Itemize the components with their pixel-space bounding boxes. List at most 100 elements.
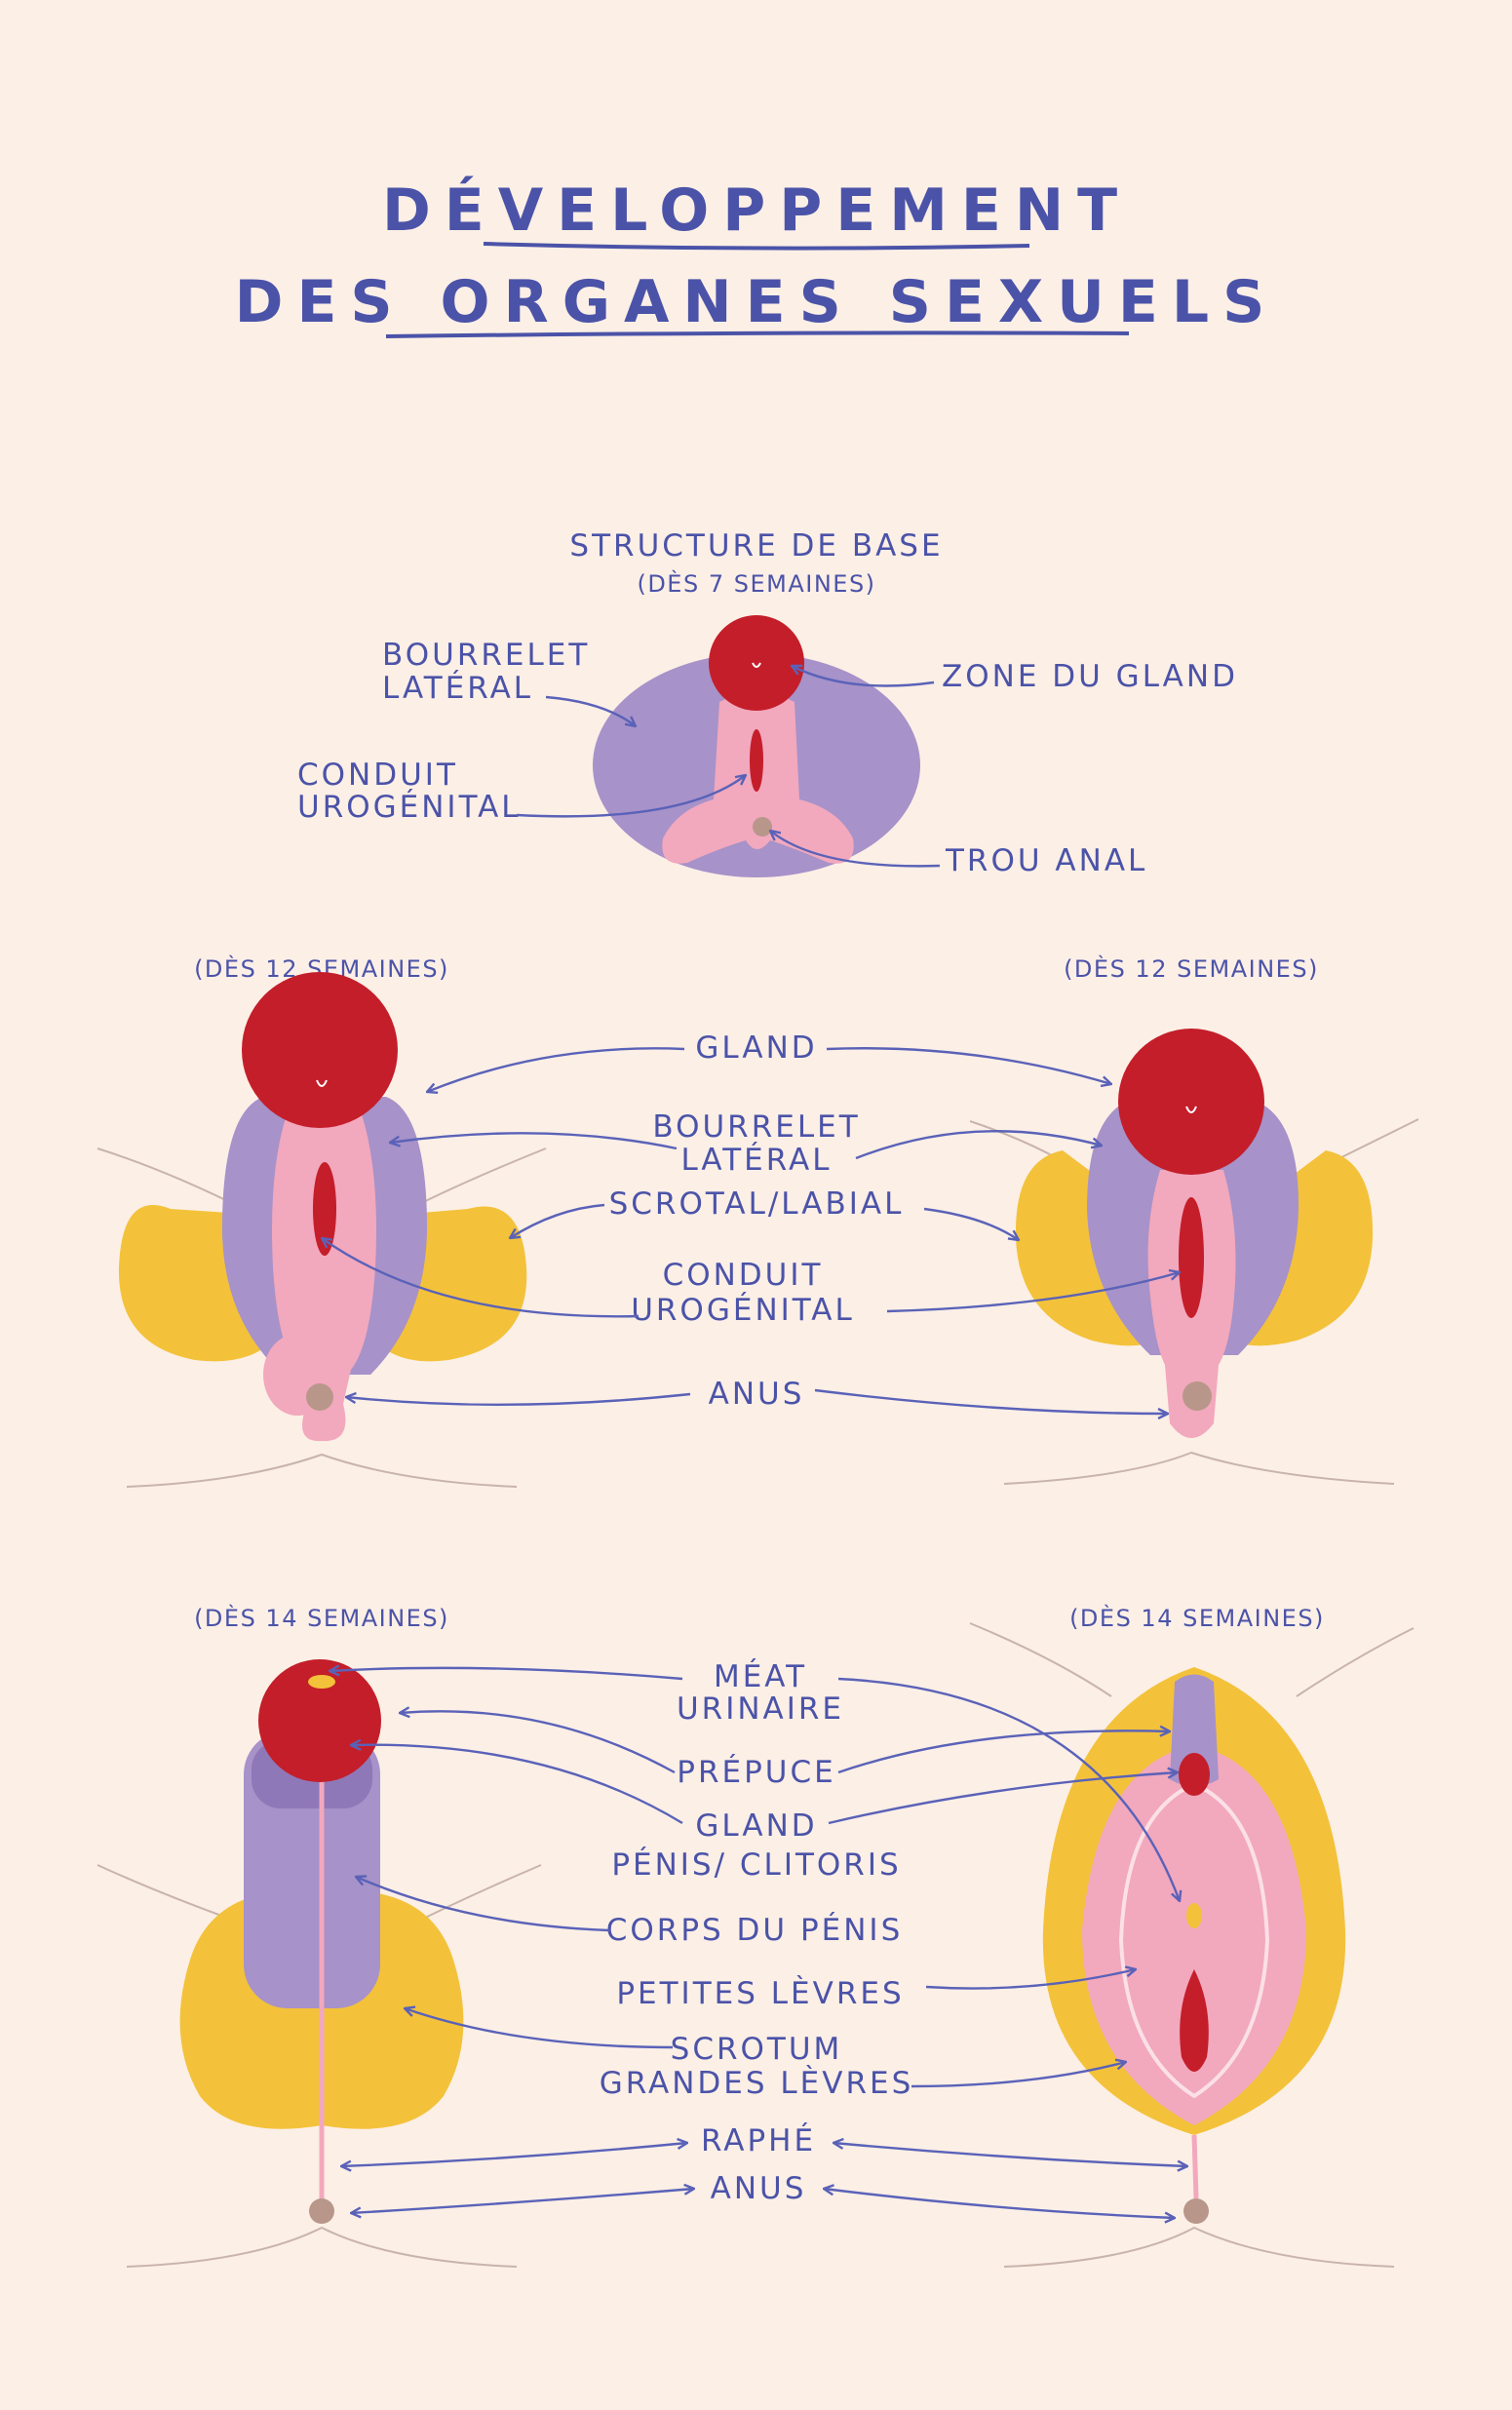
raphe-line-f: [1191, 2134, 1199, 2199]
label-scrotum-1: SCROTUM: [671, 2032, 843, 2067]
urinary-meatus: [308, 1675, 335, 1689]
male-14-illustration: [97, 1659, 542, 2268]
arrow-bourrelet-right: [855, 1130, 1102, 1160]
stage-14-weeks: (DÈS 14 SEMAINES) (DÈS 14 SEMAINES): [97, 1604, 1415, 2268]
arrow-scrotal-right: [923, 1207, 1019, 1240]
glans-clitoris: [1179, 1753, 1210, 1796]
arrow-prepuce-left: [400, 1711, 676, 1774]
arrow-corps-penis: [356, 1877, 610, 1932]
glans-meatus-mark: [752, 662, 761, 668]
male-12-illustration: [97, 972, 547, 1488]
arrow-gland-14-right: [828, 1772, 1178, 1825]
label-raphe: RAPHÉ: [701, 2123, 816, 2158]
arrow-anus-right: [814, 1388, 1168, 1414]
title-line-1: DÉVELOPPEMENT: [382, 175, 1131, 245]
label-conduit-2: UROGÉNITAL: [297, 790, 522, 825]
anus-female-14: [1183, 2198, 1209, 2224]
label-anus-14: ANUS: [711, 2171, 807, 2206]
label-zone-gland: ZONE DU GLAND: [942, 659, 1238, 694]
stage-12-weeks: (DÈS 12 SEMAINES) (DÈS 12 SEMAINES): [97, 954, 1419, 1488]
glans-right: [1118, 1029, 1264, 1175]
title-underline-1: [483, 242, 1030, 251]
arrow-anus-left: [346, 1394, 691, 1407]
arrow-meat-right: [837, 1677, 1180, 1901]
stage-12-age-right: (DÈS 12 SEMAINES): [1064, 954, 1319, 983]
arrow-anus-14-left: [351, 2189, 694, 2213]
label-conduit-1: CONDUIT: [297, 758, 458, 793]
arrow-scrotal-left: [510, 1203, 605, 1238]
glans-left-mark: [316, 1079, 328, 1087]
female-12-illustration: [969, 1029, 1419, 1485]
glans-left: [242, 972, 398, 1128]
label-petites-levres: PETITES LÈVRES: [616, 1976, 904, 2011]
arrow-bourrelet: [545, 695, 636, 726]
anus-right: [1182, 1381, 1212, 1411]
label-corps-penis: CORPS DU PÉNIS: [606, 1913, 904, 1948]
female-14-illustration: [969, 1622, 1415, 2268]
label-trou-anal: TROU ANAL: [945, 843, 1147, 878]
urogenital-groove-left: [313, 1162, 336, 1256]
label-anus-12: ANUS: [709, 1377, 805, 1412]
buttock-line: [126, 1453, 518, 1488]
label-gland-14-2: PÉNIS/ CLITORIS: [611, 1847, 901, 1883]
thigh-line-left-f14: [969, 1622, 1112, 1697]
clitoral-hood: [1170, 1674, 1219, 1787]
label-bourrelet-1: BOURRELET: [382, 638, 590, 673]
arrow-conduit-left: [322, 1238, 640, 1318]
buttock-line-f14: [1003, 2226, 1395, 2268]
thigh-line-left: [97, 1147, 245, 1210]
label-bourrelet-12-1: BOURRELET: [652, 1109, 860, 1145]
label-meat-1: MÉAT: [714, 1659, 807, 1694]
title-underline-2: [385, 330, 1130, 338]
arrow-meat-left: [330, 1668, 683, 1681]
stage-14-age-right: (DÈS 14 SEMAINES): [1069, 1604, 1325, 1632]
buttock-line-m14: [126, 2226, 518, 2268]
label-gland-12: GLAND: [695, 1030, 817, 1066]
arrow-conduit: [516, 775, 746, 818]
thigh-line-right: [408, 1147, 547, 1210]
label-conduit-12-2: UROGÉNITAL: [631, 1293, 855, 1328]
base-structure-illustration: [593, 615, 920, 877]
arrow-bourrelet-left: [390, 1132, 678, 1150]
label-scrotal-labial: SCROTAL/LABIAL: [609, 1186, 905, 1222]
glans-penis: [258, 1659, 381, 1782]
page-title: DÉVELOPPEMENT DES ORGANES SEXUELS: [235, 175, 1264, 338]
anus-left: [306, 1383, 333, 1411]
thigh-line-right-m14: [408, 1864, 542, 1926]
arrow-trou-anal: [770, 831, 941, 868]
arrow-gland-right: [826, 1047, 1111, 1084]
glans-right-mark: [1185, 1106, 1197, 1113]
arrow-conduit-right: [886, 1272, 1180, 1313]
label-prepuce: PRÉPUCE: [677, 1755, 835, 1790]
arrow-raphe-right: [834, 2143, 1187, 2166]
stage-base: STRUCTURE DE BASE (DÈS 7 SEMAINES) BOURR…: [297, 528, 1238, 878]
stage-base-age: (DÈS 7 SEMAINES): [637, 569, 875, 598]
arrow-grandes-levres: [911, 2062, 1126, 2088]
vaginal-opening: [1180, 1969, 1209, 2072]
arrow-scrotum: [405, 2008, 674, 2049]
urogenital-groove-right: [1179, 1197, 1204, 1318]
stage-14-age-left: (DÈS 14 SEMAINES): [194, 1604, 449, 1632]
arrow-gland-14-left: [351, 1745, 683, 1825]
urethral-opening: [1186, 1903, 1202, 1928]
label-conduit-12-1: CONDUIT: [663, 1258, 824, 1293]
arrow-anus-14-right: [824, 2189, 1175, 2218]
anal-hole-shape: [753, 817, 772, 836]
arrow-gland-left: [427, 1047, 685, 1092]
label-bourrelet-12-2: LATÉRAL: [680, 1143, 832, 1178]
labia-minora-contour: [1118, 1781, 1270, 2099]
thigh-line-right-f14: [1296, 1627, 1415, 1697]
stage-base-title: STRUCTURE DE BASE: [569, 528, 943, 564]
label-meat-2: URINAIRE: [677, 1691, 844, 1727]
arrow-zone-gland: [792, 666, 935, 687]
label-bourrelet-2: LATÉRAL: [382, 671, 533, 706]
arrow-prepuce-right: [837, 1730, 1170, 1774]
label-gland-14-1: GLAND: [695, 1808, 817, 1844]
arrow-raphe-left: [341, 2143, 687, 2166]
glans-zone-shape: [709, 615, 804, 711]
urogenital-groove: [750, 729, 763, 792]
anus-male-14: [309, 2198, 334, 2224]
buttock-line-r: [1003, 1451, 1395, 1485]
arrow-petites-levres: [925, 1969, 1136, 1990]
